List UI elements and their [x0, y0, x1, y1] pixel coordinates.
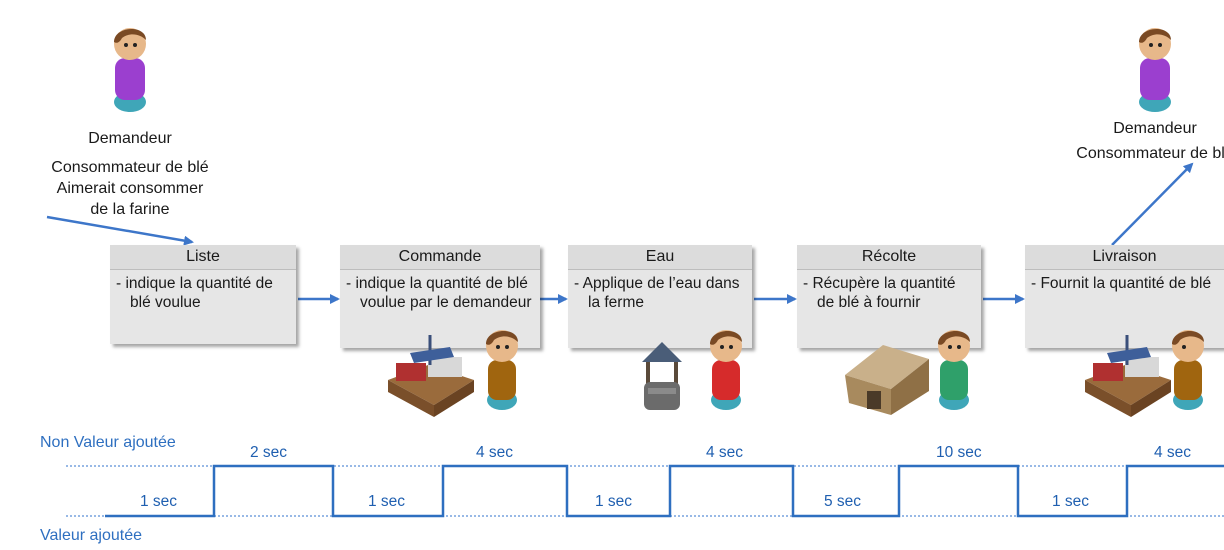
stage-title: Liste: [110, 245, 296, 270]
stage-eau: Eau - Applique de l’eau dans la ferme: [568, 245, 752, 348]
non-value-duration: 2 sec: [250, 444, 288, 461]
requester-left: Demandeur Consommateur de blé Aimerait c…: [20, 20, 240, 220]
stage-livraison: Livraison - Fournit la quantité de blé: [1025, 245, 1224, 348]
arrow-requester-to-liste: [46, 215, 194, 246]
requester-line: de la farine: [90, 201, 170, 218]
stage-liste: Liste - indique la quantité de blé voulu…: [110, 245, 296, 344]
arrow-livraison-to-requester: [1111, 162, 1194, 246]
value-duration: 1 sec: [1052, 493, 1090, 510]
stage-commande: Commande - indique la quantité de blé vo…: [340, 245, 540, 348]
requester-line: Consommateur de blé: [1076, 145, 1224, 162]
non-value-duration: 4 sec: [476, 444, 514, 461]
stage-description: - Récupère la quantité de blé à fournir: [803, 275, 956, 311]
stage-title: Commande: [340, 245, 540, 270]
value-duration: 1 sec: [595, 493, 633, 510]
non-value-duration: 10 sec: [936, 444, 982, 461]
requester-figure-icon: [1139, 28, 1171, 112]
value-duration: 5 sec: [824, 493, 862, 510]
stage-recolte: Récolte - Récupère la quantité de blé à …: [797, 245, 981, 348]
value-added-label: Valeur ajoutée: [40, 527, 142, 544]
requester-line: Aimerait consommer: [56, 180, 204, 197]
stage-title: Eau: [568, 245, 752, 270]
stage-description: - Fournit la quantité de blé: [1031, 275, 1212, 292]
requester-title: Demandeur: [88, 130, 172, 147]
timeline-wave: [105, 464, 1224, 518]
value-duration: 1 sec: [140, 493, 178, 510]
stage-description: - indique la quantité de blé voulue: [116, 275, 273, 311]
non-value-duration: 4 sec: [706, 444, 744, 461]
non-value-added-label: Non Valeur ajoutée: [40, 434, 176, 451]
requester-right: Demandeur Consommateur de blé: [1050, 20, 1224, 190]
value-duration: 1 sec: [368, 493, 406, 510]
requester-title: Demandeur: [1113, 120, 1197, 137]
stage-title: Récolte: [797, 245, 981, 270]
requester-figure-icon: [114, 28, 146, 112]
non-value-duration: 4 sec: [1154, 444, 1192, 461]
stage-description: - Applique de l’eau dans la ferme: [574, 275, 740, 311]
requester-line: Consommateur de blé: [51, 159, 209, 176]
stage-title: Livraison: [1025, 245, 1224, 270]
stage-description: - indique la quantité de blé voulue par …: [346, 275, 532, 311]
